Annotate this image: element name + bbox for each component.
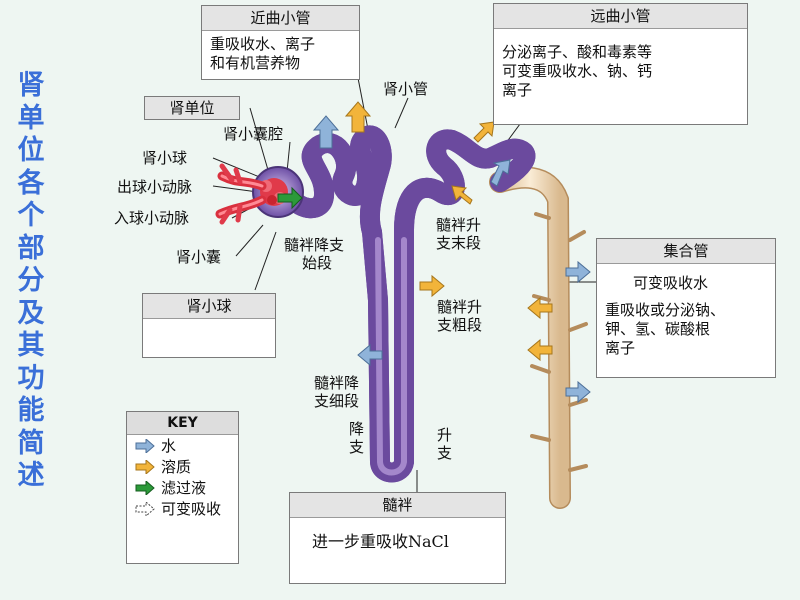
key-label: 水	[161, 437, 177, 455]
solute-arrows	[344, 101, 553, 362]
title-char: 单	[17, 102, 45, 134]
label-efferent-arteriole: 出球小动脉	[117, 178, 193, 196]
label-line: 支	[437, 444, 453, 462]
box-line: 离子	[502, 81, 533, 99]
label-line: 升	[437, 426, 453, 444]
label-descending-limb: 降 支	[349, 420, 364, 456]
box-title: 髓袢	[290, 493, 505, 518]
title-char: 分	[17, 265, 45, 296]
loop-of-henle-box: 髓袢 进一步重吸收NaCl	[289, 492, 506, 584]
key-item-variable: 可变吸收	[127, 498, 238, 519]
vertical-title: 肾 单 位 各 个 部 分 及 其 功 能 简 述	[14, 70, 48, 493]
nephron-label-box: 肾单位	[144, 96, 240, 120]
title-char: 位	[17, 135, 45, 166]
box-line: 离子	[605, 339, 636, 357]
box-line: 分泌离子、酸和毒素等	[502, 43, 653, 61]
key-label: 溶质	[161, 458, 192, 476]
label-line: 降	[349, 420, 365, 438]
renal-tubule	[282, 135, 525, 472]
box-title: 肾小球	[143, 294, 275, 319]
variable-absorption-arrow-icon	[135, 501, 155, 516]
label-line: 髓袢降	[314, 374, 360, 392]
box-line: 和有机营养物	[210, 54, 301, 72]
key-label: 可变吸收	[161, 500, 222, 518]
label-line: 髓袢升	[436, 216, 482, 234]
title-char: 能	[17, 395, 45, 426]
label-capsule: 肾小囊	[176, 248, 222, 266]
box-title: 集合管	[597, 239, 775, 264]
label-line: 髓袢降支	[284, 236, 345, 254]
label-ascending-thick: 髓袢升 支粗段	[437, 298, 482, 334]
collecting-duct	[489, 166, 588, 509]
collecting-duct-box: 集合管 可变吸收水 重吸收或分泌钠、 钾、氢、碳酸根 离子	[596, 238, 776, 378]
box-title: 肾单位	[145, 97, 239, 119]
box-line: 可变吸收水	[633, 274, 709, 292]
title-char: 述	[17, 460, 45, 491]
title-char: 个	[17, 200, 45, 231]
box-title: 近曲小管	[202, 6, 359, 31]
filtrate-arrow	[277, 186, 303, 210]
label-line: 始段	[302, 254, 333, 272]
key-title: KEY	[127, 412, 238, 435]
label-line: 髓袢升	[437, 298, 483, 316]
label-ascending-end: 髓袢升 支末段	[436, 216, 481, 252]
key-item-filtrate: 滤过液	[127, 477, 238, 498]
key-item-water: 水	[127, 435, 238, 456]
label-renal-tubule: 肾小管	[383, 80, 429, 98]
key-label: 滤过液	[161, 479, 207, 497]
label-glomerulus: 肾小球	[142, 149, 188, 167]
box-title: 远曲小管	[494, 4, 747, 29]
glomerulus-box: 肾小球	[142, 293, 276, 358]
label-line: 支粗段	[437, 316, 483, 334]
box-line: 进一步重吸收NaCl	[312, 532, 449, 551]
box-line: 钾、氢、碳酸根	[605, 320, 711, 338]
title-char: 肾	[17, 70, 45, 101]
label-line: 支细段	[314, 392, 360, 410]
label-line: 支末段	[436, 234, 482, 252]
key-item-solute: 溶质	[127, 456, 238, 477]
label-bowman-space: 肾小囊腔	[223, 125, 284, 143]
label-ascending-limb: 升 支	[437, 426, 452, 462]
title-char: 功	[17, 362, 45, 394]
box-line: 可变重吸收水、钠、钙	[502, 62, 653, 80]
label-afferent-arteriole: 入球小动脉	[114, 209, 190, 227]
solute-arrow-icon	[135, 459, 155, 474]
legend-key: KEY 水 溶质 滤过液 可变吸收	[126, 411, 239, 564]
title-char: 其	[17, 330, 45, 361]
label-descending-start: 髓袢降支 始段	[284, 236, 344, 272]
title-char: 简	[17, 427, 45, 459]
title-char: 各	[17, 167, 45, 199]
distal-tubule-box: 远曲小管 分泌离子、酸和毒素等 可变重吸收水、钠、钙 离子	[493, 3, 748, 125]
box-line: 重吸收水、离子	[210, 35, 316, 53]
label-descending-thin: 髓袢降 支细段	[314, 374, 359, 410]
water-arrows	[312, 115, 591, 404]
water-arrow-icon	[135, 438, 155, 453]
title-char: 及	[17, 297, 45, 329]
title-char: 部	[17, 232, 45, 264]
proximal-tubule-box: 近曲小管 重吸收水、离子 和有机营养物	[201, 5, 360, 80]
arterioles	[215, 163, 267, 225]
filtrate-arrow-icon	[135, 480, 155, 495]
label-line: 支	[349, 438, 365, 456]
box-line: 重吸收或分泌钠、	[605, 301, 726, 319]
